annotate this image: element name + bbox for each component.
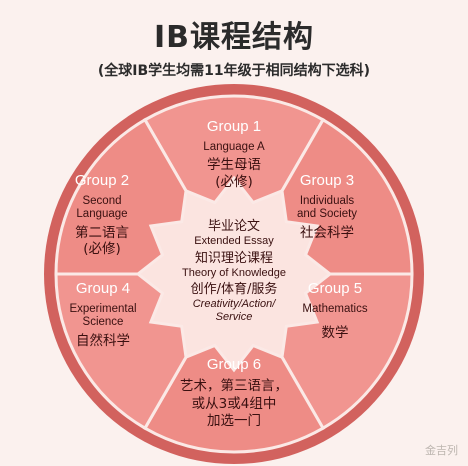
page-subtitle: (全球IB学生均需11年级于相同结构下选科)	[97, 63, 371, 79]
group-1-en: Language A	[203, 141, 265, 154]
group-5-name: Group 5	[307, 280, 363, 297]
group-1-label: Group 1 Language A 学生母语 (必修)	[174, 118, 294, 191]
core-ee-en: Extended Essay	[194, 234, 274, 247]
core-cas-en: Creativity/Action/	[192, 298, 276, 311]
core-cas-cn: 创作/体育/服务	[190, 282, 278, 298]
group-5-en: Mathematics	[302, 303, 368, 316]
group-4-en: Experimental	[69, 303, 137, 316]
group-3-cn: 社会科学	[300, 224, 354, 241]
group-1-cn: 学生母语	[207, 157, 261, 174]
group-4-cn: 自然科学	[76, 332, 130, 349]
group-2-en2: Language	[76, 208, 128, 221]
core-label: 毕业论文 Extended Essay 知识理论课程 Theory of Kno…	[154, 219, 314, 327]
core-cas-en2: Service	[215, 310, 253, 323]
core-star	[135, 175, 333, 373]
core-tok-en: Theory of Knowledge	[182, 266, 286, 279]
group-2-label: Group 2 Second Language 第二语言 (必修)	[52, 172, 152, 258]
group-1-cn2: (必修)	[215, 173, 253, 190]
group-2-en: Second	[82, 195, 122, 208]
group-6-label: Group 6 艺术，第三语言， 或从3或4组中 加选一门	[154, 356, 314, 430]
group-6-cn2: 或从3或4组中	[191, 395, 277, 412]
group-3-label: Group 3 Individuals and Society 社会科学	[272, 172, 382, 241]
group-3-en2: and Society	[296, 208, 358, 221]
watermark-logo: 金吉列	[425, 444, 458, 457]
group-6-cn3: 加选一门	[207, 413, 261, 430]
group-2-name: Group 2	[74, 172, 130, 189]
core-tok-cn: 知识理论课程	[194, 250, 273, 266]
core-ee-cn: 毕业论文	[207, 219, 260, 234]
group-6-cn: 艺术，第三语言，	[180, 378, 288, 395]
group-1-name: Group 1	[206, 118, 262, 135]
group-2-cn: 第二语言	[75, 224, 129, 241]
group-5-cn: 数学	[321, 325, 349, 342]
group-4-label: Group 4 Experimental Science 自然科学	[48, 280, 158, 349]
page-title: IB课程结构	[153, 20, 315, 55]
group-3-name: Group 3	[299, 172, 355, 189]
group-4-en2: Science	[82, 316, 124, 329]
group-2-cn2: (必修)	[83, 241, 121, 258]
group-3-en: Individuals	[299, 195, 355, 208]
group-6-name: Group 6	[206, 356, 262, 373]
group-5-label: Group 5 Mathematics 数学	[280, 280, 390, 342]
group-4-name: Group 4	[75, 280, 131, 297]
